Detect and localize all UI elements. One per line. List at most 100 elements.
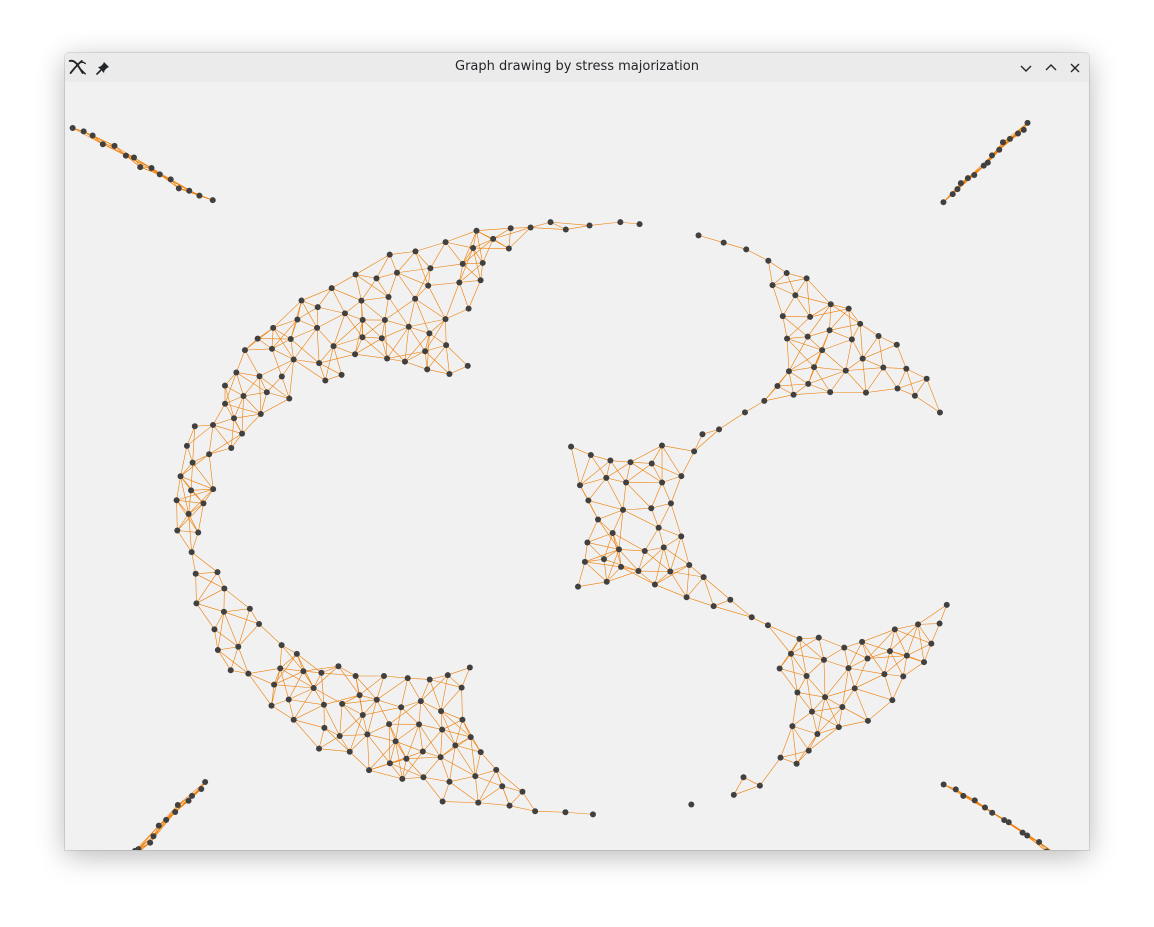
graph-edge xyxy=(318,735,340,749)
graph-edge xyxy=(475,776,479,803)
graph-node xyxy=(278,642,285,649)
graph-edge xyxy=(577,561,586,587)
graph-node xyxy=(886,648,893,655)
graph-edge xyxy=(848,667,885,675)
graph-node xyxy=(122,152,129,159)
graph-edge xyxy=(180,462,193,477)
graph-node xyxy=(477,749,484,756)
graph-edge xyxy=(638,550,646,572)
graph-edge xyxy=(654,571,671,585)
graph-edge xyxy=(288,699,324,706)
graph-edge xyxy=(644,527,659,552)
close-icon[interactable] xyxy=(1065,58,1084,77)
graph-edge xyxy=(339,714,363,737)
graph-edge xyxy=(236,372,260,377)
graph-edge xyxy=(368,769,403,780)
graph-edge xyxy=(867,650,891,659)
graph-edge xyxy=(768,260,773,286)
graph-canvas[interactable] xyxy=(65,82,1089,850)
graph-edge xyxy=(589,221,621,226)
graph-edge xyxy=(279,645,282,669)
maximize-icon[interactable] xyxy=(1041,58,1060,77)
graph-edge xyxy=(686,564,690,598)
graph-node xyxy=(425,282,432,289)
graph-node xyxy=(964,175,971,182)
graph-edge xyxy=(339,703,343,737)
graph-node xyxy=(996,146,1003,153)
graph-edge xyxy=(670,571,704,578)
graph-edge xyxy=(630,461,663,483)
graph-node xyxy=(183,442,190,449)
graph-edge xyxy=(389,251,416,255)
graph-edge xyxy=(408,318,446,328)
graph-edge xyxy=(810,308,849,318)
graph-node xyxy=(841,644,848,651)
graph-node xyxy=(188,549,195,556)
graph-edge xyxy=(579,454,592,486)
graph-node xyxy=(490,235,497,242)
graph-node xyxy=(779,313,786,320)
graph-node xyxy=(163,816,170,823)
graph-node xyxy=(783,270,790,277)
graph-edge xyxy=(430,241,446,269)
graph-edge xyxy=(797,692,813,712)
graph-edge xyxy=(384,320,388,359)
graph-node xyxy=(300,668,307,675)
graph-edge xyxy=(811,696,826,712)
graph-edge xyxy=(584,549,620,563)
graph-edge xyxy=(793,391,831,396)
pin-icon[interactable] xyxy=(93,58,112,77)
graph-edge xyxy=(233,395,244,419)
graph-node xyxy=(438,708,445,715)
graph-edge xyxy=(271,699,289,706)
graph-edge xyxy=(830,391,866,393)
graph-edge xyxy=(570,446,581,486)
graph-edge xyxy=(316,307,319,328)
graph-edge xyxy=(296,653,322,674)
graph-node xyxy=(794,689,801,696)
graph-edge xyxy=(792,692,798,727)
graph-node xyxy=(636,221,643,228)
graph-node xyxy=(384,355,391,362)
graph-edge xyxy=(445,344,468,367)
graph-edge xyxy=(316,327,334,347)
graph-node xyxy=(443,342,450,349)
minimize-icon[interactable] xyxy=(1016,58,1035,77)
app-logo-icon[interactable] xyxy=(68,57,87,76)
graph-node xyxy=(245,670,252,677)
graph-node xyxy=(761,397,768,404)
graph-edge xyxy=(638,570,656,585)
graph-edge xyxy=(630,445,663,463)
graph-edge xyxy=(790,653,798,693)
graph-node xyxy=(949,191,956,198)
graph-edge xyxy=(767,625,800,640)
graph-node xyxy=(405,323,412,330)
graph-edge xyxy=(140,166,160,175)
graph-edge xyxy=(906,643,932,656)
graph-edge xyxy=(842,706,869,722)
graph-node xyxy=(845,665,852,672)
graph-edge xyxy=(442,729,471,738)
graph-node xyxy=(240,392,247,399)
graph-node xyxy=(416,721,423,728)
graph-node xyxy=(286,395,293,402)
graph-edge xyxy=(669,536,682,572)
graph-edge xyxy=(622,509,659,529)
graph-edge xyxy=(395,741,403,779)
graph-node xyxy=(221,585,228,592)
graph-edge xyxy=(795,278,807,296)
graph-node xyxy=(393,269,400,276)
graph-edge xyxy=(459,263,464,283)
graph-node xyxy=(1024,119,1031,126)
graph-edge xyxy=(565,811,593,815)
graph-edge xyxy=(610,460,627,483)
graph-node xyxy=(615,546,622,553)
title-bar[interactable]: Graph drawing by stress majorization xyxy=(65,53,1089,82)
graph-edge xyxy=(186,426,196,446)
graph-node xyxy=(857,320,864,327)
graph-edge xyxy=(408,326,430,334)
graph-node xyxy=(587,452,594,459)
graph-node xyxy=(881,671,888,678)
graph-node xyxy=(227,667,234,674)
graph-node xyxy=(426,676,433,683)
